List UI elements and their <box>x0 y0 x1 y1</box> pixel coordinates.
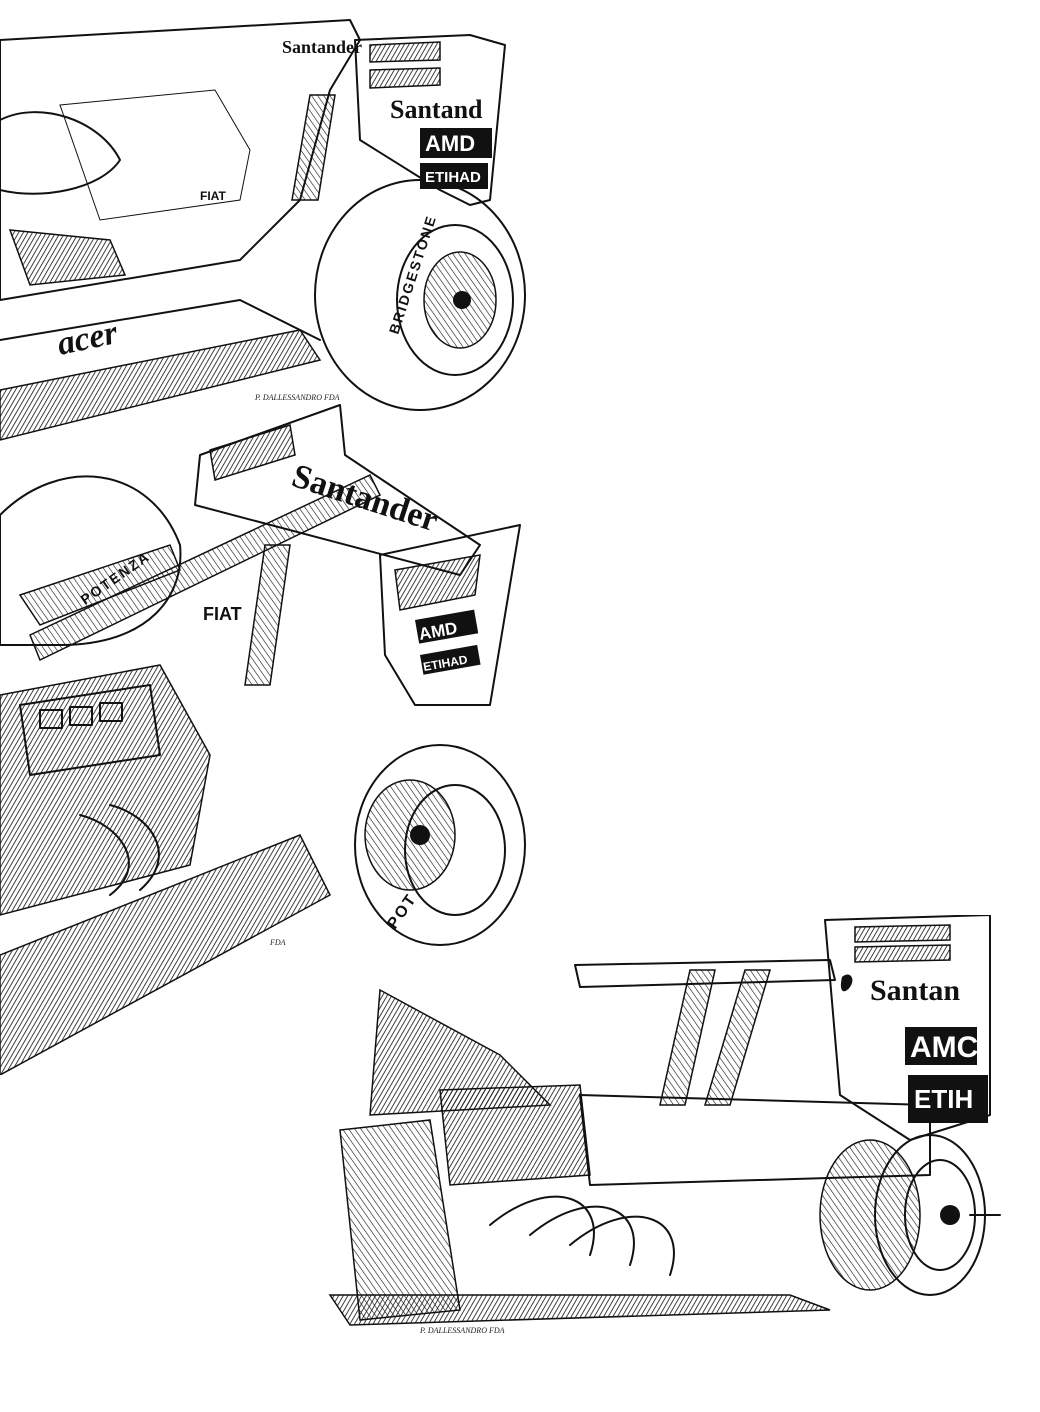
car-rear-side-view: Santander Santand AMD ETIHAD acer FIAT B… <box>0 19 526 441</box>
illustration-middle: Santander FIAT AMD ETIHAD POTENZA POT FD… <box>0 395 530 1075</box>
car-rear-cutaway-view: Santander FIAT AMD ETIHAD POTENZA POT FD… <box>0 404 526 1075</box>
illustration-bottom: Santan AMC ETIH P. DALLESSANDRO FDA <box>290 915 1010 1345</box>
badge-etihad-bg <box>420 163 488 189</box>
sponsor-etihad-bottom: ETIH <box>914 1084 973 1114</box>
badge-amd-middle-bg <box>415 609 479 644</box>
sponsor-santander-endplate: Santand <box>390 95 483 124</box>
badge-etihad-middle-bg <box>419 644 481 675</box>
logo-fiat-top: FIAT <box>200 189 226 203</box>
sponsor-etihad: ETIHAD <box>425 169 481 186</box>
illustration-top: Santander Santand AMD ETIHAD acer FIAT B… <box>0 0 540 450</box>
santander-flame-icon <box>840 974 853 992</box>
sponsor-santander-bottom: Santan <box>870 974 960 1007</box>
artist-signature-bottom: P. DALLESSANDRO FDA <box>419 1326 505 1335</box>
car-rear-mechanical-view: Santan AMC ETIH P. DALLESSANDRO FDA <box>328 915 1001 1335</box>
sponsor-amd-bottom: AMC <box>910 1031 978 1064</box>
logo-fiat-middle: FIAT <box>203 604 242 624</box>
badge-amd-bottom-bg <box>905 1027 977 1065</box>
artist-signature-top: P. DALLESSANDRO FDA <box>254 393 340 402</box>
badge-etihad-bottom-bg <box>908 1075 988 1123</box>
artist-signature-middle: FDA <box>269 938 286 947</box>
sponsor-acer: acer <box>54 314 122 363</box>
badge-amd-bg <box>420 128 492 158</box>
sponsor-amd: AMD <box>425 131 475 156</box>
sponsor-santander-top: Santander <box>282 37 362 57</box>
